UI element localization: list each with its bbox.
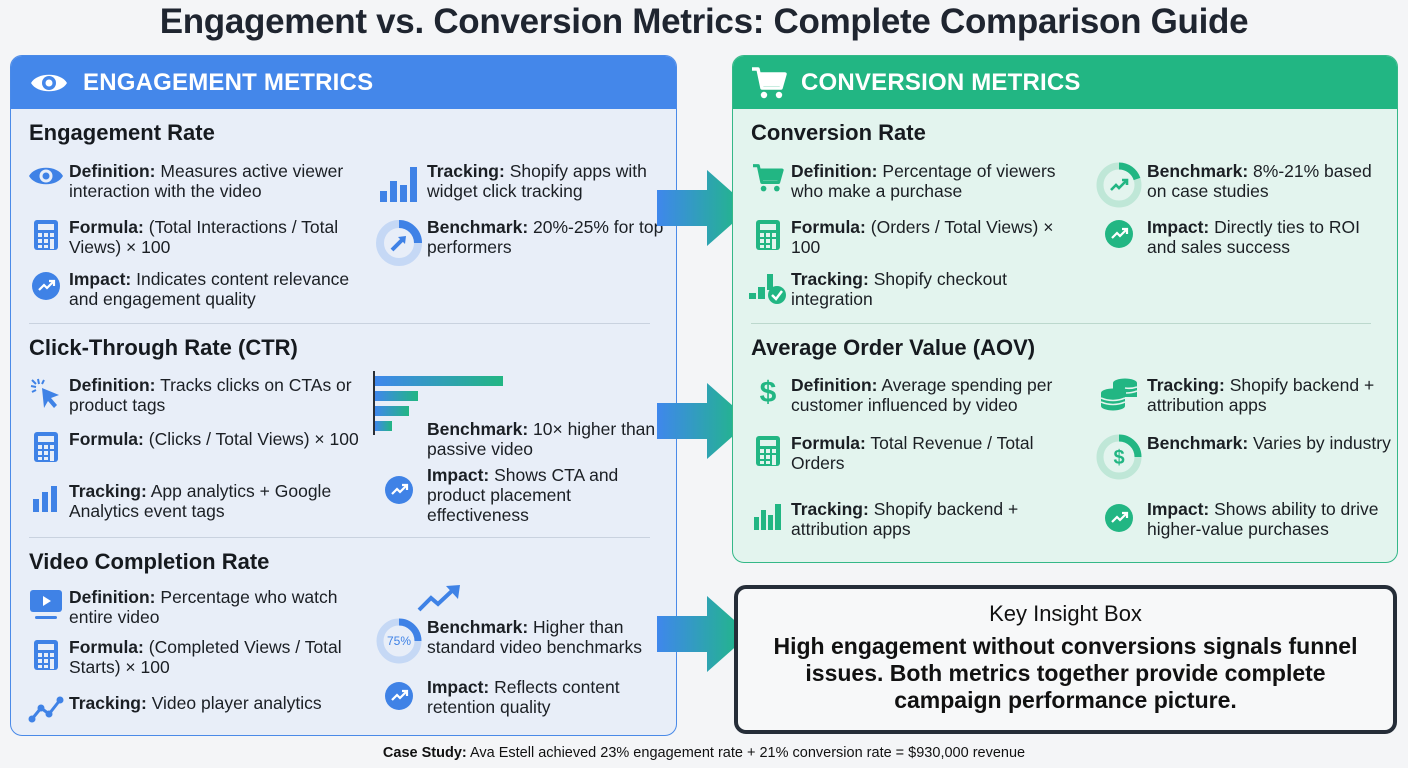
aov-impact: Impact: Shows ability to drive higher-va… xyxy=(1091,499,1391,539)
video-completion-definition: Definition: Percentage who watch entire … xyxy=(23,587,373,627)
trend-up-icon xyxy=(385,476,413,504)
divider xyxy=(29,323,650,324)
conversion-rate-impact: Impact: Directly ties to ROI and sales s… xyxy=(1091,217,1391,257)
flow-arrow-icon xyxy=(657,170,750,246)
horizontal-bars-icon xyxy=(373,371,503,435)
engagement-rate-formula: Formula: (Total Interactions / Total Vie… xyxy=(23,217,373,257)
calculator-icon xyxy=(756,220,780,250)
flow-arrow-icon xyxy=(657,596,750,672)
eye-icon xyxy=(31,74,67,91)
gauge-icon xyxy=(376,220,422,266)
video-completion-impact: Impact: Reflects content retention quali… xyxy=(371,677,671,717)
conversion-header: CONVERSION METRICS xyxy=(733,56,1397,109)
case-study-footer: Case Study: Ava Estell achieved 23% enga… xyxy=(0,745,1408,761)
case-study-label: Case Study: xyxy=(382,745,467,761)
aov-formula: Formula: Total Revenue / Total Orders xyxy=(745,433,1085,473)
calculator-icon xyxy=(34,220,58,250)
cursor-click-icon xyxy=(30,378,59,408)
divider xyxy=(751,323,1371,324)
conversion-rate-formula: Formula: (Orders / Total Views) × 100 xyxy=(745,217,1085,257)
conversion-rate-benchmark: Benchmark: 8%-21% based on case studies xyxy=(1091,161,1391,209)
ctr-tracking: Tracking: App analytics + Google Analyti… xyxy=(23,481,373,521)
engagement-rate-tracking: Tracking: Shopify apps with widget click… xyxy=(371,161,671,203)
trend-arrow-icon xyxy=(417,585,460,612)
ctr-benchmark: Benchmark: 10× higher than passive video xyxy=(427,419,656,459)
section-title-engagement-rate: Engagement Rate xyxy=(29,120,215,145)
video-completion-benchmark: 75% Benchmark: Higher than standard vide… xyxy=(371,617,671,665)
video-completion-tracking: Tracking: Video player analytics xyxy=(23,693,373,723)
section-title-video-completion: Video Completion Rate xyxy=(29,549,270,574)
line-graph-icon xyxy=(28,696,64,723)
aov-tracking: Tracking: Shopify backend + attribution … xyxy=(745,499,1085,539)
dollar-icon: $ xyxy=(759,376,777,409)
bar-chart-icon xyxy=(33,486,57,512)
trend-up-icon xyxy=(1105,504,1133,532)
conversion-header-label: CONVERSION METRICS xyxy=(801,68,1081,96)
insight-body: High engagement without conversions sign… xyxy=(773,633,1358,713)
insight-heading: Key Insight Box xyxy=(989,601,1142,626)
key-insight-box: Key Insight Box High engagement without … xyxy=(734,585,1397,734)
progress-ring-icon: 75% xyxy=(376,618,422,664)
calculator-icon xyxy=(756,436,780,466)
section-title-ctr: Click-Through Rate (CTR) xyxy=(29,335,298,360)
chart-check-icon xyxy=(749,274,786,304)
engagement-header: ENGAGEMENT METRICS xyxy=(11,56,676,109)
video-completion-formula: Formula: (Completed Views / Total Starts… xyxy=(23,637,373,677)
aov-definition: $ Definition: Average spending per custo… xyxy=(759,375,1053,415)
svg-text:75%: 75% xyxy=(387,634,411,648)
cart-icon xyxy=(753,164,784,192)
section-title-aov: Average Order Value (AOV) xyxy=(751,335,1036,360)
ctr-formula: Formula: (Clicks / Total Views) × 100 xyxy=(23,429,373,463)
ctr-impact: Impact: Shows CTA and product placement … xyxy=(371,465,671,525)
ctr-definition: Definition: Tracks clicks on CTAs or pro… xyxy=(23,375,373,415)
coins-icon xyxy=(1100,378,1138,411)
bar-chart-icon xyxy=(380,167,417,202)
engagement-rate-definition: Definition: Measures active viewer inter… xyxy=(23,161,373,201)
calculator-icon xyxy=(34,640,58,670)
page-title: Engagement vs. Conversion Metrics: Compl… xyxy=(159,2,1249,41)
conversion-panel: CONVERSION METRICS Conversion Rate Defin… xyxy=(732,55,1398,563)
dollar-ring-icon: $ xyxy=(1096,434,1142,480)
gauge-icon xyxy=(1096,162,1142,208)
cart-icon xyxy=(752,66,787,98)
engagement-rate-impact: Impact: Indicates content relevance and … xyxy=(23,269,373,309)
conversion-rate-definition: Definition: Percentage of viewers who ma… xyxy=(745,161,1085,201)
case-study-text: Ava Estell achieved 23% engagement rate … xyxy=(469,745,1026,761)
engagement-rate-benchmark: Benchmark: 20%-25% for top performers xyxy=(371,217,671,267)
divider xyxy=(29,537,650,538)
eye-icon xyxy=(29,167,63,185)
bar-chart-icon xyxy=(754,504,781,530)
flow-arrow-icon xyxy=(657,383,750,459)
calculator-icon xyxy=(34,432,58,462)
trend-up-icon xyxy=(1105,220,1133,248)
aov-tracking-secondary: Tracking: Shopify backend + attribution … xyxy=(1091,375,1391,415)
engagement-header-label: ENGAGEMENT METRICS xyxy=(83,68,374,96)
engagement-panel: ENGAGEMENT METRICS Engagement Rate Defin… xyxy=(10,55,677,736)
trend-up-icon xyxy=(385,682,413,710)
section-title-conversion-rate: Conversion Rate xyxy=(751,120,926,145)
trend-up-icon xyxy=(32,272,60,300)
aov-benchmark: $ Benchmark: Varies by industry xyxy=(1091,433,1391,481)
video-player-icon xyxy=(30,590,62,619)
conversion-rate-tracking: Tracking: Shopify checkout integration xyxy=(745,269,1085,309)
svg-text:$: $ xyxy=(1113,447,1124,469)
